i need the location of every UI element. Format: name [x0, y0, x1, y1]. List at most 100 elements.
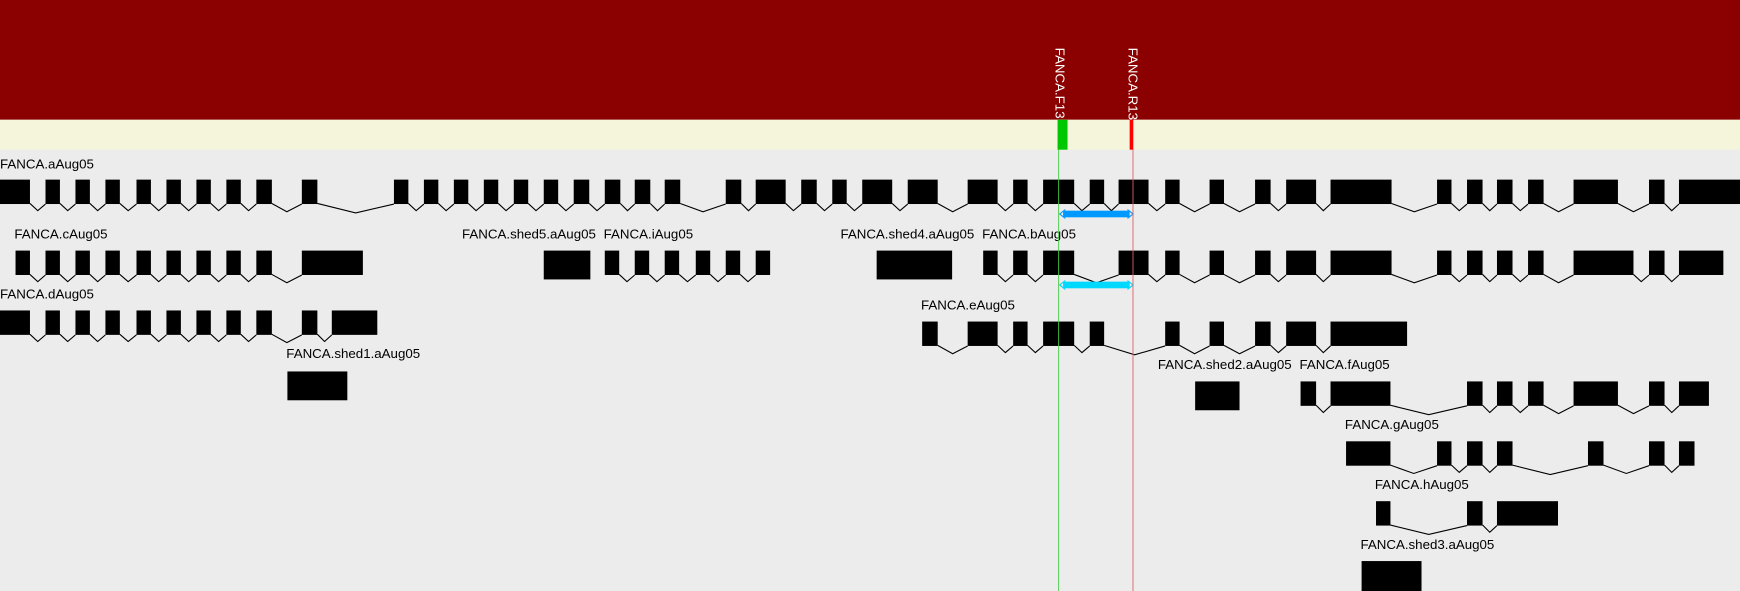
transcript-track[interactable]: FANCA.shed1.aAug05 [286, 346, 420, 401]
transcript-label[interactable]: FANCA.cAug05 [14, 226, 107, 241]
exon-block[interactable] [75, 179, 90, 205]
transcript-label[interactable]: FANCA.shed5.aAug05 [462, 226, 596, 241]
transcript-track[interactable]: FANCA.bAug05 [982, 226, 1724, 284]
transcript-track[interactable]: FANCA.gAug05 [1345, 417, 1695, 476]
exon-block[interactable] [226, 250, 241, 275]
exon-block[interactable] [226, 179, 241, 205]
exon-block[interactable] [604, 250, 620, 275]
exon-block[interactable] [105, 310, 120, 335]
exon-block[interactable] [0, 179, 30, 205]
transcript-label[interactable]: FANCA.hAug05 [1375, 477, 1469, 492]
transcript-track[interactable]: FANCA.hAug05 [1375, 477, 1559, 536]
exon-block[interactable] [1467, 381, 1483, 406]
exon-block[interactable] [453, 179, 469, 205]
exon-block[interactable] [1330, 321, 1408, 346]
exon-block[interactable] [1587, 441, 1604, 466]
exon-block[interactable] [1361, 561, 1422, 591]
exon-block[interactable] [1209, 250, 1224, 275]
exon-block[interactable] [166, 179, 181, 205]
transcript-track[interactable]: FANCA.iAug05 [604, 226, 771, 283]
exon-block[interactable] [45, 179, 60, 205]
exon-block[interactable] [1013, 179, 1028, 205]
exon-block[interactable] [0, 310, 30, 335]
exon-block[interactable] [301, 310, 318, 335]
transcript-track[interactable]: FANCA.fAug05 [1299, 357, 1709, 416]
exon-block[interactable] [256, 310, 272, 335]
exon-block[interactable] [1346, 441, 1391, 466]
exon-block[interactable] [1496, 381, 1513, 406]
exon-block[interactable] [725, 179, 742, 205]
exon-block[interactable] [1528, 381, 1544, 406]
exon-block[interactable] [75, 250, 90, 275]
exon-block[interactable] [1195, 381, 1240, 411]
transcript-track[interactable]: FANCA.shed4.aAug05 [840, 226, 974, 280]
exon-block[interactable] [1209, 179, 1224, 205]
amplicon-bar-1[interactable] [1058, 209, 1134, 219]
exon-block[interactable] [226, 310, 241, 335]
exon-block[interactable] [1467, 179, 1483, 205]
exon-block[interactable] [1286, 179, 1317, 205]
exon-block[interactable] [1496, 501, 1559, 526]
transcript-label[interactable]: FANCA.shed3.aAug05 [1360, 537, 1494, 552]
exon-block[interactable] [755, 179, 786, 205]
transcript-track[interactable]: FANCA.aAug05 [0, 157, 1740, 214]
exon-block[interactable] [1165, 321, 1180, 346]
exon-block[interactable] [1286, 321, 1317, 346]
exon-block[interactable] [1089, 321, 1105, 346]
exon-block[interactable] [105, 179, 120, 205]
exon-block[interactable] [301, 179, 318, 205]
exon-block[interactable] [573, 179, 590, 205]
exon-block[interactable] [1496, 250, 1513, 275]
exon-block[interactable] [166, 310, 181, 335]
exon-block[interactable] [1573, 179, 1618, 205]
reverse-primer-label[interactable]: FANCA.R13 [1126, 48, 1141, 120]
transcript-label[interactable]: FANCA.eAug05 [921, 297, 1015, 312]
exon-block[interactable] [1573, 250, 1634, 275]
exon-block[interactable] [725, 250, 741, 275]
transcript-track[interactable]: FANCA.eAug05 [921, 297, 1408, 356]
exon-block[interactable] [922, 321, 938, 346]
exon-block[interactable] [1437, 441, 1452, 466]
exon-block[interactable] [1496, 179, 1513, 205]
exon-block[interactable] [634, 179, 651, 205]
exon-block[interactable] [967, 179, 998, 205]
transcript-label[interactable]: FANCA.fAug05 [1299, 357, 1389, 372]
exon-block[interactable] [876, 250, 953, 280]
exon-block[interactable] [862, 179, 893, 205]
exon-block[interactable] [45, 250, 60, 275]
exon-block[interactable] [801, 179, 817, 205]
exon-block[interactable] [1467, 501, 1483, 526]
exon-block[interactable] [1089, 179, 1105, 205]
exon-block[interactable] [1573, 381, 1618, 406]
exon-block[interactable] [301, 250, 363, 275]
transcript-label[interactable]: FANCA.gAug05 [1345, 417, 1439, 432]
exon-block[interactable] [196, 310, 211, 335]
exon-block[interactable] [1165, 250, 1180, 275]
exon-block[interactable] [393, 179, 409, 205]
exon-block[interactable] [634, 250, 650, 275]
transcript-label[interactable]: FANCA.dAug05 [0, 286, 94, 301]
exon-block[interactable] [423, 179, 439, 205]
exon-block[interactable] [543, 250, 591, 280]
exon-block[interactable] [1300, 381, 1317, 406]
exon-block[interactable] [1013, 321, 1028, 346]
exon-block[interactable] [1649, 381, 1665, 406]
transcript-label[interactable]: FANCA.bAug05 [982, 226, 1076, 241]
exon-block[interactable] [1528, 250, 1544, 275]
exon-block[interactable] [105, 250, 120, 275]
exon-block[interactable] [604, 179, 621, 205]
reverse-primer-marker[interactable] [1129, 119, 1133, 150]
exon-block[interactable] [664, 250, 680, 275]
exon-block[interactable] [1209, 321, 1224, 346]
exon-block[interactable] [1330, 250, 1392, 275]
exon-block[interactable] [1330, 179, 1392, 205]
exon-block[interactable] [695, 250, 711, 275]
transcript-label[interactable]: FANCA.aAug05 [0, 157, 94, 172]
exon-block[interactable] [1678, 381, 1709, 406]
exon-block[interactable] [1165, 179, 1180, 205]
exon-block[interactable] [1118, 250, 1149, 275]
exon-block[interactable] [1286, 250, 1317, 275]
exon-block[interactable] [331, 310, 378, 335]
amplicon-bar-2[interactable] [1058, 280, 1134, 290]
exon-block[interactable] [1496, 441, 1513, 466]
